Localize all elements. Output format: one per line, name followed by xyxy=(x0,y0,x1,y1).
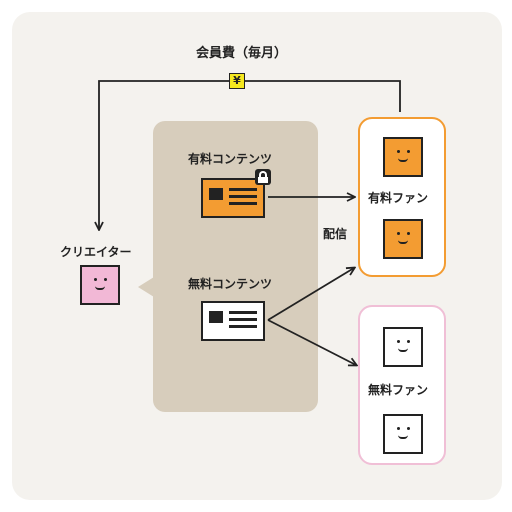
fee-flow-line xyxy=(99,80,401,229)
paid-fan-face-icon xyxy=(383,137,423,177)
content-bubble xyxy=(153,121,318,412)
creator-label: クリエイター xyxy=(60,245,132,259)
paid-fans-label: 有料ファン xyxy=(368,191,429,205)
fee-label: 会員費（毎月） xyxy=(196,46,288,61)
free-content-card-icon xyxy=(201,301,265,341)
creator-face-icon xyxy=(80,265,120,305)
paid-content-label: 有料コンテンツ xyxy=(188,152,273,166)
paid-content-card-icon xyxy=(201,178,265,218)
paid-fan-face-icon xyxy=(383,219,423,259)
free-to-free-arrow xyxy=(267,319,356,365)
free-fan-face-icon xyxy=(383,414,423,454)
bubble-tail xyxy=(138,277,154,297)
lock-icon xyxy=(255,169,271,185)
free-content-label: 無料コンテンツ xyxy=(188,277,273,291)
free-fan-face-icon xyxy=(383,327,423,367)
delivery-label: 配信 xyxy=(323,227,348,241)
yen-icon: ¥ xyxy=(229,73,245,89)
free-to-paid-arrow xyxy=(267,268,354,321)
free-fans-label: 無料ファン xyxy=(368,383,429,397)
